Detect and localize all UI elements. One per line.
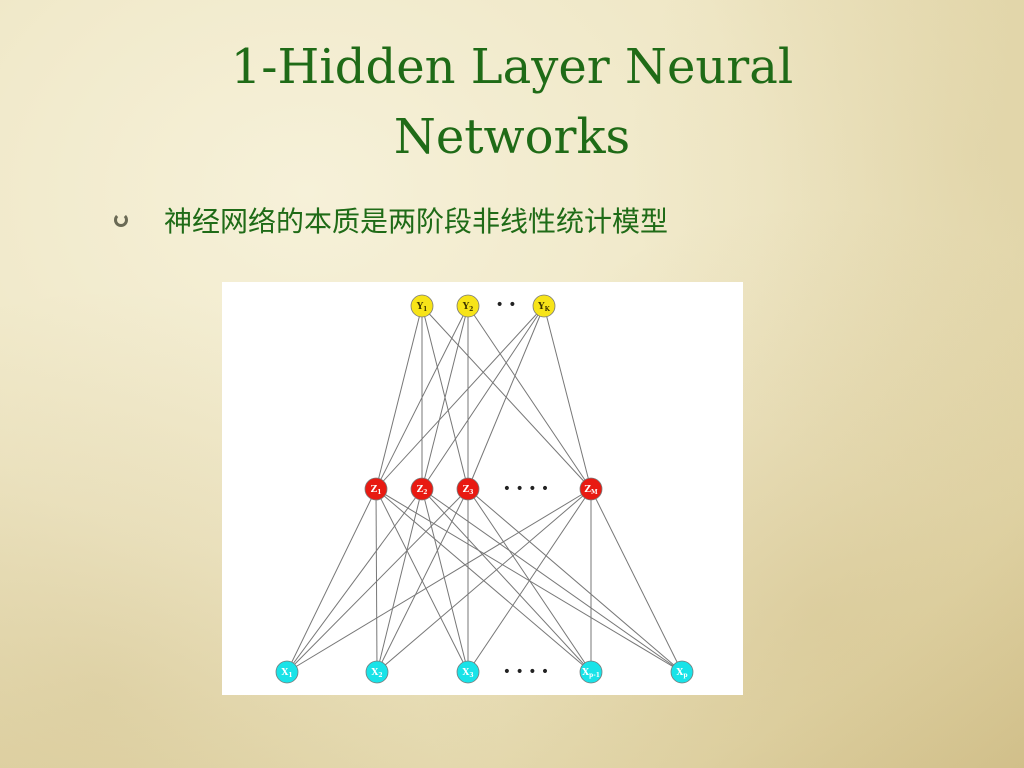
hidden-node-label: Z2 [417,485,428,496]
input-node: X1 [275,660,299,684]
edge-input-hidden [375,488,469,673]
title-line-1: 1-Hidden Layer Neural [230,39,794,95]
input-node: Xp-1 [579,660,603,684]
edge-hidden-output [543,305,592,490]
edge-input-hidden [375,488,592,673]
edge-input-hidden [286,488,377,673]
output-node-label: YK [537,302,550,313]
input-node-label: Xp [676,668,687,679]
edge-hidden-output [467,305,592,490]
edge-input-hidden [421,488,683,673]
edge-hidden-output [421,305,592,490]
hidden-node: Z2 [410,477,434,501]
edge-input-hidden [375,488,378,673]
output-node-circle [532,294,556,318]
edge-input-hidden [376,488,423,673]
input-node-label: X3 [462,668,473,679]
ellipsis-input: • • • • [503,664,549,680]
ellipsis-hidden: • • • • [503,481,549,497]
output-node-label: Y2 [462,302,474,313]
input-node-circle [456,660,480,684]
edge-input-hidden [375,488,683,673]
neural-network-diagram: Y1 Y2 YK Z1 Z2 Z3 ZM X1 X2 X3 Xp-1 Xp • • • • • • • • … [222,282,743,695]
input-node-circle [365,660,389,684]
input-node-label: X2 [371,668,382,679]
edge-hidden-output [421,305,469,490]
input-node: X3 [456,660,480,684]
edge-input-hidden [286,488,592,673]
hidden-node: ZM [579,477,603,501]
hidden-node-circle [579,477,603,501]
input-node-circle [579,660,603,684]
output-node: Y1 [410,294,434,318]
edge-input-hidden [467,488,683,673]
edge-input-hidden [421,488,592,673]
output-node: YK [532,294,556,318]
output-node: Y2 [456,294,480,318]
hidden-node-label: ZM [584,485,598,496]
hidden-node: Z3 [456,477,480,501]
edge-hidden-output [421,305,545,490]
output-node-circle [410,294,434,318]
bullet-text: 神经网络的本质是两阶段非线性统计模型 [164,205,669,238]
bullet-item: 神经网络的本质是两阶段非线性统计模型 [114,200,668,240]
edge-input-hidden [286,488,469,673]
edge-input-hidden [590,488,683,673]
hidden-node-circle [456,477,480,501]
edge-input-hidden [286,488,423,673]
input-node: X2 [365,660,389,684]
edges-group [286,305,683,673]
edge-hidden-output [375,305,423,490]
title-line-2: Networks [393,109,631,165]
hidden-node-label: Z3 [463,485,474,496]
input-node: Xp [670,660,694,684]
hidden-node-label: Z1 [371,485,382,496]
input-node-label: Xp-1 [582,668,600,679]
edge-input-hidden [421,488,469,673]
hidden-node-circle [410,477,434,501]
input-node-circle [670,660,694,684]
bullet-circle-icon [114,213,128,227]
ellipsis-output: • • [496,297,517,313]
slide-title: 1-Hidden Layer Neural Networks [0,32,1024,172]
hidden-node: Z1 [364,477,388,501]
hidden-node-circle [364,477,388,501]
edge-hidden-output [375,305,545,490]
output-node-label: Y1 [416,302,428,313]
input-node-label: X1 [281,668,292,679]
input-node-circle [275,660,299,684]
network-svg: Y1 Y2 YK Z1 Z2 Z3 ZM X1 X2 X3 Xp-1 Xp • • • • • • • • … [275,294,694,684]
output-node-circle [456,294,480,318]
